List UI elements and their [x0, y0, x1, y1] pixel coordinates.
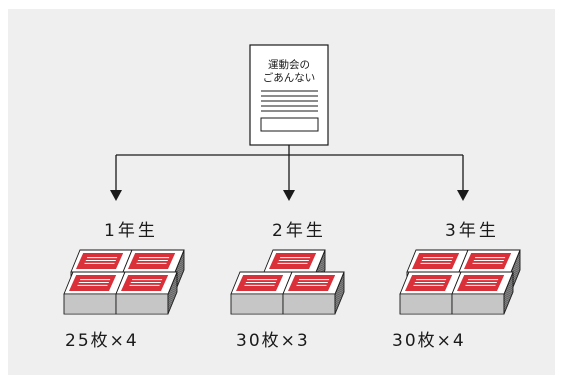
- count-label-2: 30枚×3: [236, 331, 310, 351]
- document-title-line2: ごあんない: [262, 72, 316, 84]
- document-icon: [249, 44, 329, 146]
- stack-group: [63, 249, 185, 315]
- paper-stack: [115, 271, 178, 315]
- arrowheads: [110, 190, 469, 201]
- document-title-line1: 運動会の: [268, 59, 310, 71]
- connector-lines: [115, 145, 464, 190]
- paper-stack: [451, 271, 514, 315]
- stack-group: [399, 249, 521, 315]
- paper-stacks: [63, 249, 521, 315]
- paper-stack: [282, 271, 345, 315]
- arrow-down-icon: [283, 190, 295, 201]
- grade-label-2: 2年生: [272, 221, 326, 241]
- count-label-1: 25枚×4: [65, 331, 139, 351]
- grade-label-1: 1年生: [104, 221, 158, 241]
- count-label-3: 30枚×4: [392, 331, 466, 351]
- arrow-down-icon: [457, 190, 469, 201]
- arrow-down-icon: [110, 190, 122, 201]
- grade-label-3: 3年生: [445, 221, 499, 241]
- stack-group: [230, 249, 345, 315]
- document-title: 運動会の ごあんない: [252, 59, 326, 85]
